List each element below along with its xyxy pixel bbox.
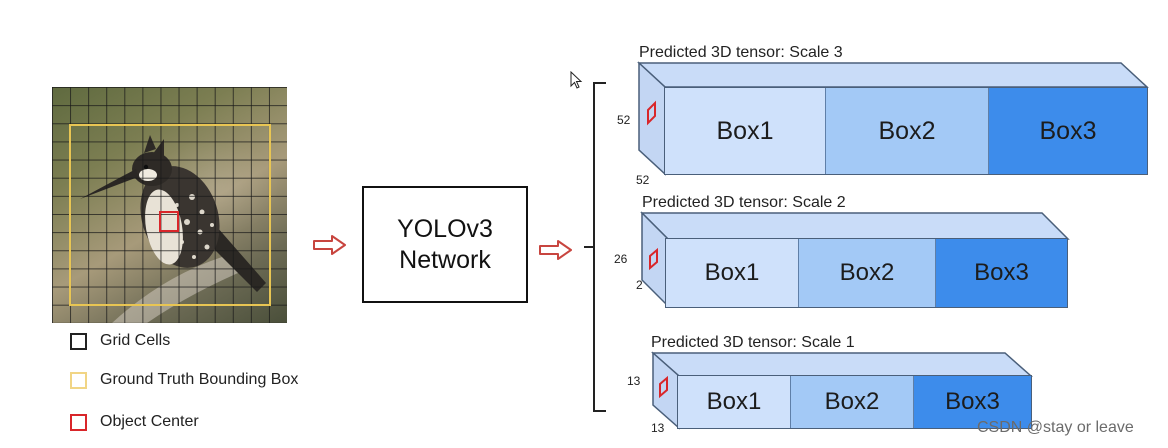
tensor-scale-1-dim-h: 13 [627,374,641,388]
yolov3-network-box: YOLOv3 Network [362,186,528,303]
ground-truth-swatch-icon [70,371,87,389]
tensor-scale-3-dim-h: 52 [617,113,631,127]
object-center-cell [159,211,179,232]
output-bracket [584,82,606,412]
tensor-scale-2-front: Box1 Box2 Box3 [665,238,1068,308]
object-center-swatch-icon [70,413,87,431]
ground-truth-bounding-box [69,124,271,306]
tensor-scale-1-front: Box1 Box2 Box3 [677,375,1032,429]
tensor-scale-2-depth [640,211,1070,308]
tensor-scale-1-depth [651,351,1033,430]
legend-grid-cells: Grid Cells [70,332,170,350]
tensor-scale-3-box2: Box2 [826,88,989,174]
tensor-scale-3-front: Box1 Box2 Box3 [664,87,1148,175]
grid-cells-overlay [52,87,287,323]
network-line-2: Network [399,245,491,274]
network-line-1: YOLOv3 [397,214,493,243]
tensor-scale-2-dim-h: 26 [614,252,628,266]
cursor-icon [570,71,583,89]
legend-label: Grid Cells [100,332,171,349]
tensor-scale-2-box2: Box2 [799,239,936,307]
input-image [52,87,287,323]
legend-label: Ground Truth Bounding Box [100,371,299,388]
tensor-scale-2-title: Predicted 3D tensor: Scale 2 [642,194,846,211]
arrow-right-icon [539,240,572,260]
legend-object-center: Object Center [70,413,199,431]
tensor-scale-1-dim-w: 13 [651,421,665,435]
legend-ground-truth: Ground Truth Bounding Box [70,371,298,389]
tensor-scale-3-box1: Box1 [665,88,826,174]
watermark: CSDN @stay or leave [977,419,1134,436]
legend-label: Object Center [100,413,199,430]
tensor-scale-2-dim-w: 2 [636,278,643,292]
tensor-scale-2-box1: Box1 [666,239,799,307]
tensor-scale-1-box1: Box1 [678,376,791,428]
tensor-scale-3-box3: Box3 [989,88,1147,174]
tensor-scale-1-title: Predicted 3D tensor: Scale 1 [651,334,855,351]
tensor-scale-3-dim-w: 52 [636,173,650,187]
tensor-scale-1-box2: Box2 [791,376,914,428]
tensor-scale-2-box3: Box3 [936,239,1067,307]
tensor-scale-1-box3: Box3 [914,376,1031,428]
tensor-scale-3-depth [637,61,1149,176]
arrow-right-icon [313,235,346,255]
tensor-scale-3-title: Predicted 3D tensor: Scale 3 [639,44,843,61]
grid-cell-swatch-icon [70,332,87,350]
